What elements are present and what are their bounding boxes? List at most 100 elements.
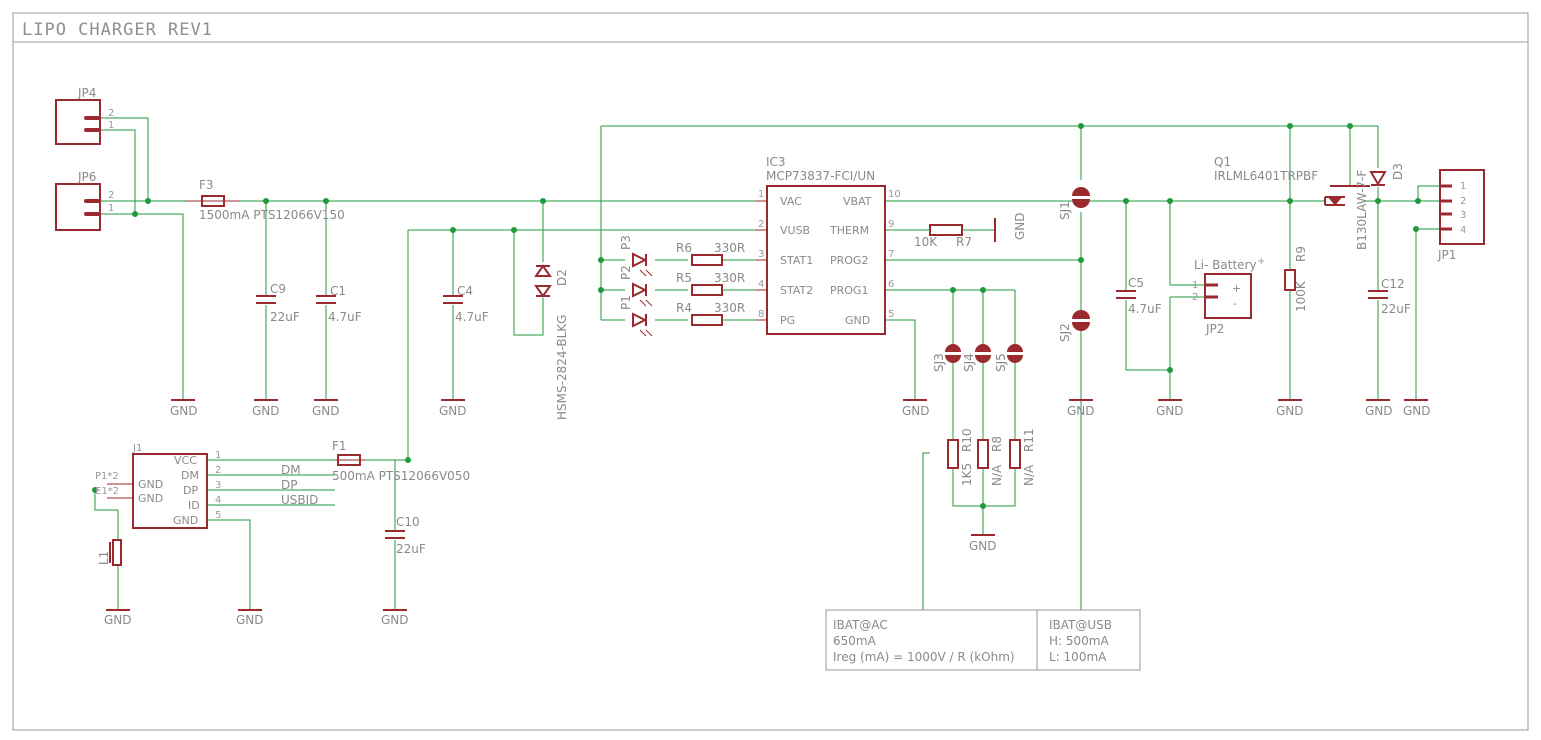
- svg-text:1: 1: [1192, 280, 1198, 291]
- svg-text:GND: GND: [312, 404, 340, 418]
- gnd-r7: GND: [994, 212, 1027, 242]
- svg-text:STAT2: STAT2: [780, 284, 813, 297]
- capacitor-c12: C12 22uF: [1368, 277, 1411, 316]
- svg-text:C10: C10: [396, 515, 420, 529]
- junctions: [92, 123, 1421, 509]
- svg-text:330R: 330R: [714, 241, 745, 255]
- diode-d2: D2 HSMS-2824-BLKG: [534, 264, 569, 420]
- svg-text:R9: R9: [1294, 246, 1308, 262]
- gnd-c12: GND: [1365, 399, 1393, 418]
- usb-connector-j1: J1 VCC DM DP ID GND 1 2 3 4 5 GND GND P1…: [95, 443, 318, 529]
- resistor-r7: 10K R7: [914, 224, 972, 249]
- ibat-table: IBAT@AC 650mA Ireg (mA) = 1000V / R (kOh…: [825, 609, 1141, 671]
- svg-text:4.7uF: 4.7uF: [1128, 302, 1162, 316]
- svg-text:GND: GND: [439, 404, 467, 418]
- svg-text:PROG2: PROG2: [830, 254, 868, 267]
- svg-text:2: 2: [1192, 292, 1198, 303]
- svg-text:USBID: USBID: [281, 493, 318, 507]
- gnd-prog-resistors: GND: [969, 534, 997, 553]
- svg-text:9: 9: [888, 219, 894, 230]
- svg-text:+: +: [1257, 256, 1265, 267]
- capacitor-c5: C5 4.7uF: [1116, 276, 1162, 316]
- svg-text:SJ1: SJ1: [1058, 201, 1072, 220]
- svg-text:L1: L1: [97, 551, 111, 565]
- svg-text:C4: C4: [457, 284, 473, 298]
- resistor-r10: R10 1K5: [947, 428, 974, 486]
- svg-text:JP1: JP1: [1437, 248, 1456, 262]
- svg-text:8: 8: [758, 309, 764, 320]
- svg-text:DM: DM: [181, 469, 199, 482]
- gnd-ic-pin5: GND: [902, 399, 930, 418]
- svg-text:7: 7: [888, 249, 894, 260]
- svg-text:C5: C5: [1128, 276, 1144, 290]
- svg-text:VBAT: VBAT: [843, 195, 872, 208]
- svg-text:4: 4: [1460, 225, 1466, 236]
- capacitor-c10: C10 22uF: [385, 515, 426, 556]
- svg-text:L: 100mA: L: 100mA: [1049, 650, 1107, 664]
- solder-jumper-sj5: SJ5: [994, 344, 1023, 372]
- resistor-r11: R11 N/A: [1009, 428, 1036, 486]
- svg-text:4.7uF: 4.7uF: [328, 310, 362, 324]
- svg-text:F3: F3: [199, 178, 214, 192]
- svg-text:GND: GND: [1276, 404, 1304, 418]
- svg-text:1K5: 1K5: [960, 463, 974, 486]
- svg-text:6: 6: [888, 279, 894, 290]
- svg-text:GND: GND: [1013, 212, 1027, 240]
- svg-text:JP2: JP2: [1205, 322, 1224, 336]
- svg-text:1500mA PTS12066V150: 1500mA PTS12066V150: [199, 208, 345, 222]
- svg-text:GND: GND: [1156, 404, 1184, 418]
- gnd-r9: GND: [1276, 399, 1304, 418]
- svg-text:JP6: JP6: [77, 170, 96, 184]
- svg-text:3: 3: [1460, 210, 1466, 221]
- fuse-f3: F3 1500mA PTS12066V150: [185, 178, 345, 222]
- svg-text:2: 2: [108, 108, 114, 119]
- svg-text:GND: GND: [138, 478, 163, 491]
- solder-jumper-sj4: SJ4: [962, 344, 991, 372]
- svg-text:Ireg (mA) = 1000V / R (kOhm): Ireg (mA) = 1000V / R (kOhm): [833, 650, 1015, 664]
- svg-text:SJ2: SJ2: [1058, 323, 1072, 342]
- svg-text:DP: DP: [183, 484, 198, 497]
- svg-text:1: 1: [108, 203, 114, 214]
- gnd-c9: GND: [252, 399, 280, 418]
- led-p2: P2: [619, 265, 653, 307]
- svg-text:GND: GND: [1403, 404, 1431, 418]
- gnd-symbols: GND GND GND GND GND GND GND GND GND GND …: [104, 212, 1431, 627]
- svg-text:P3: P3: [619, 235, 633, 250]
- led-p3: P3: [619, 235, 653, 277]
- ic3: IC3 MCP73837-FCI/UN VAC VUSB STAT1 STAT2…: [755, 155, 901, 335]
- svg-text:4.7uF: 4.7uF: [455, 310, 489, 324]
- svg-text:IC3: IC3: [766, 155, 786, 169]
- svg-text:100K: 100K: [1294, 280, 1308, 312]
- svg-text:650mA: 650mA: [833, 634, 877, 648]
- gnd-c4: GND: [439, 399, 467, 418]
- svg-text:B130LAW-7-F: B130LAW-7-F: [1355, 170, 1369, 250]
- svg-text:330R: 330R: [714, 301, 745, 315]
- svg-text:IBAT@USB: IBAT@USB: [1049, 618, 1112, 632]
- svg-text:1: 1: [108, 120, 114, 131]
- svg-text:STAT1: STAT1: [780, 254, 813, 267]
- svg-text:GND: GND: [1365, 404, 1393, 418]
- svg-text:4: 4: [758, 279, 764, 290]
- svg-text:J1: J1: [132, 443, 142, 454]
- svg-text:H: 500mA: H: 500mA: [1049, 634, 1109, 648]
- solder-jumper-sj3: SJ3: [932, 344, 961, 372]
- sheet-frame: [12, 12, 1529, 731]
- svg-text:GND: GND: [138, 492, 163, 505]
- svg-text:SJ3: SJ3: [932, 353, 946, 372]
- capacitor-c9: C9 22uF: [256, 282, 300, 324]
- svg-text:1: 1: [215, 450, 221, 461]
- svg-text:SJ4: SJ4: [962, 353, 976, 372]
- capacitor-c1: C1 4.7uF: [316, 284, 362, 324]
- svg-text:VCC: VCC: [174, 454, 197, 467]
- resistor-r9: R9 100K: [1284, 246, 1308, 312]
- svg-text:C9: C9: [270, 282, 286, 296]
- fuse-f1: F1 500mA PTS12066V050: [332, 439, 470, 483]
- svg-text:2: 2: [1460, 196, 1466, 207]
- sheet-title: LIPO CHARGER REV1: [22, 20, 213, 40]
- svg-text:P1*2: P1*2: [95, 471, 119, 482]
- connector-jp1: 1 2 3 4 JP1: [1437, 169, 1485, 262]
- gnd-l1: GND: [104, 609, 132, 627]
- inductor-l1: L1: [97, 539, 122, 566]
- svg-text:GND: GND: [104, 613, 132, 627]
